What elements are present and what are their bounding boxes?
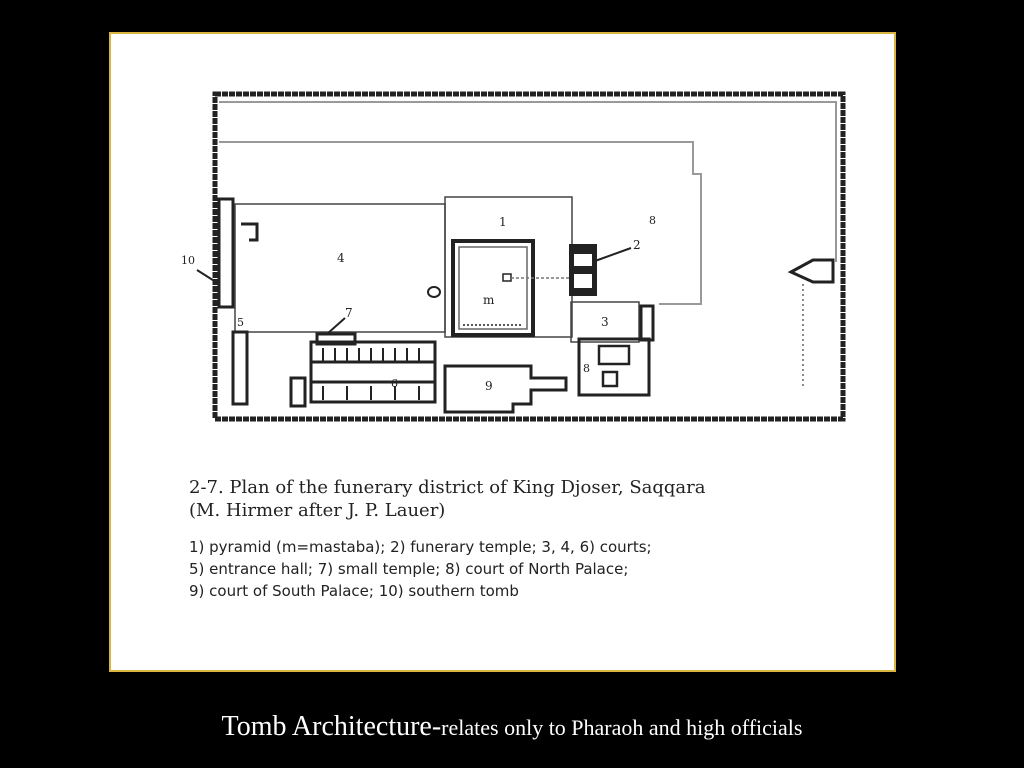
north-court-outline (219, 141, 702, 305)
court-6 (309, 340, 437, 404)
north-palace-8 (577, 337, 651, 397)
legend-line-3: 9) court of South Palace; 10) southern t… (189, 582, 519, 600)
funerary-temple-2-inner-b (574, 274, 592, 288)
pyramid-m (451, 239, 535, 337)
north-boundary-lines (219, 101, 837, 262)
plan-label-9: 9 (485, 379, 493, 393)
footer-title: Tomb Architecture- (221, 711, 442, 742)
south-palace-9 (443, 364, 568, 414)
label-2-pointer (594, 247, 632, 262)
plan-label-5: 5 (237, 316, 244, 329)
court-4-marker (427, 286, 441, 298)
small-temple-7 (315, 332, 357, 346)
plan-label-4: 4 (337, 251, 345, 265)
entrance-hall-5 (231, 330, 249, 406)
plan-label-north: 8 (649, 214, 656, 227)
west-lower-structure (289, 376, 307, 408)
plan-label-3: 3 (601, 315, 609, 329)
caption-credit: (M. Hirmer after J. P. Lauer) (189, 500, 446, 521)
plan-label-2: 2 (633, 238, 641, 252)
enclosure-wall (212, 91, 846, 422)
footer-subtitle: relates only to Pharaoh and high officia… (441, 715, 803, 740)
plan-label-10: 10 (181, 254, 195, 267)
pyramid-inner (458, 246, 528, 330)
north-entrance-structure (787, 258, 835, 284)
plan-label-m: m (483, 293, 495, 307)
court-4-detail (241, 222, 259, 242)
plan-label-1: 1 (499, 215, 507, 229)
site-plan-diagram: 1 2 3 4 5 6 7 8 9 10 m 8 (181, 91, 846, 422)
north-palace-room (597, 344, 631, 366)
court-3 (570, 301, 640, 343)
pyramid-shaft (502, 273, 512, 282)
label-10-pointer (196, 269, 220, 285)
caption-title: 2-7. Plan of the funerary district of Ki… (189, 477, 706, 498)
figure-caption: 2-7. Plan of the funerary district of Ki… (189, 476, 869, 602)
label-7-pointer (326, 317, 346, 335)
plan-label-6: 6 (391, 377, 398, 390)
plan-label-7: 7 (345, 306, 353, 320)
southern-tomb-strip (217, 197, 235, 309)
legend-line-2: 5) entrance hall; 7) small temple; 8) co… (189, 560, 629, 578)
court-4 (234, 203, 446, 333)
court-3-annex (639, 304, 655, 342)
north-palace-room-b (601, 370, 619, 388)
figure-card: 1 2 3 4 5 6 7 8 9 10 m 8 2-7. Plan of th… (109, 32, 896, 672)
legend-line-1: 1) pyramid (m=mastaba); 2) funerary temp… (189, 538, 652, 556)
slide-footer: Tomb Architecture-relates only to Pharao… (0, 711, 1024, 743)
funerary-temple-2 (569, 244, 597, 296)
funerary-temple-2-inner (574, 254, 592, 266)
plan-label-8: 8 (583, 362, 590, 375)
pyramid-court-1 (444, 196, 573, 338)
court-6-chapels (311, 348, 435, 400)
